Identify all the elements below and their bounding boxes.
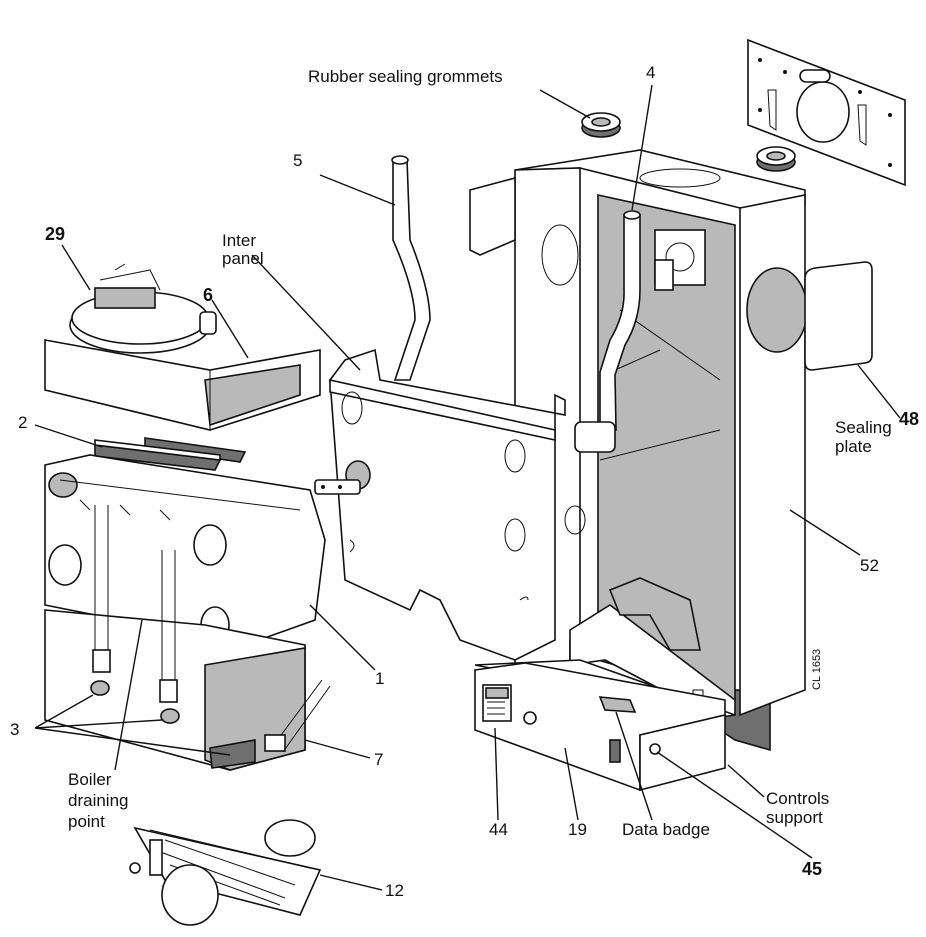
label-plate: plate xyxy=(835,437,872,456)
label-48: 48 xyxy=(899,409,919,429)
label-6: 6 xyxy=(203,285,213,305)
combustion-chamber-7 xyxy=(44,505,331,771)
label-5: 5 xyxy=(293,151,302,170)
label-rubber-sealing-grommets: Rubber sealing grommets xyxy=(308,67,503,86)
label-panel: panel xyxy=(222,249,264,268)
rubber-grommet-right xyxy=(756,146,796,172)
label-1: 1 xyxy=(375,669,384,688)
label-inter: Inter xyxy=(222,231,256,250)
flue-pipe-4 xyxy=(574,210,641,453)
hood-6 xyxy=(44,339,321,431)
baffle-2 xyxy=(94,437,247,471)
burner-12 xyxy=(129,819,322,926)
label-45: 45 xyxy=(802,859,822,879)
label-19: 19 xyxy=(568,820,587,839)
controls-box-19 xyxy=(474,662,726,792)
label-sealing: Sealing xyxy=(835,418,892,437)
leader-lines xyxy=(34,84,901,891)
wall-mounting-plate xyxy=(747,38,906,187)
label-29: 29 xyxy=(45,224,65,244)
label-12: 12 xyxy=(385,881,404,900)
sealing-plate-48 xyxy=(804,261,873,371)
label-44: 44 xyxy=(489,820,508,839)
label-4: 4 xyxy=(646,63,655,82)
fan-assembly-29 xyxy=(69,263,217,354)
rubber-grommet-top xyxy=(581,112,621,138)
label-2: 2 xyxy=(18,413,27,432)
label-draining: draining xyxy=(68,791,129,810)
label-3: 3 xyxy=(10,720,19,739)
label-point: point xyxy=(68,812,105,831)
label-support: support xyxy=(766,808,823,827)
label-52: 52 xyxy=(860,556,879,575)
callout-labels: Rubber sealing grommets 4 5 29 Inter pan… xyxy=(10,63,919,900)
label-boiler: Boiler xyxy=(68,770,112,789)
reference-code: CL 1653 xyxy=(811,649,823,690)
inter-panel xyxy=(314,348,566,661)
label-controls: Controls xyxy=(766,789,829,808)
label-7: 7 xyxy=(374,750,383,769)
label-data-badge: Data badge xyxy=(622,820,710,839)
pipe-5 xyxy=(391,155,431,381)
